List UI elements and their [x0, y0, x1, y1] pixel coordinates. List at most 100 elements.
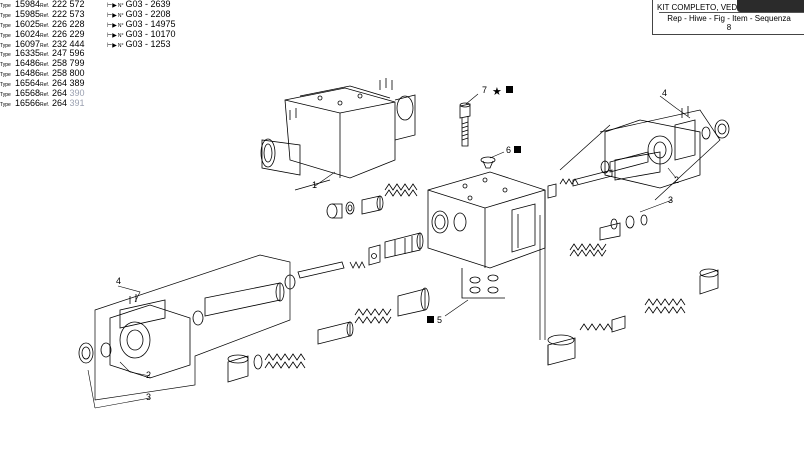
kit-header-tab[interactable]	[737, 0, 804, 12]
type-label: Type	[0, 3, 11, 9]
type-value: 16024	[15, 28, 41, 39]
goto-reference[interactable]: ⊢▶N°G03 - 2208	[107, 9, 171, 22]
ref-label: Ref.	[40, 22, 50, 29]
ref-value: 258 799	[52, 58, 85, 69]
ref-value: 247 596	[52, 48, 85, 59]
ref-label: Ref.	[40, 62, 50, 69]
table-row: Type 16564 Ref. 264 389	[0, 78, 176, 89]
type-label: Type	[0, 32, 11, 39]
ref-value: 264 389	[52, 78, 85, 89]
ref-value: 226 229	[52, 28, 85, 39]
ref-label: Ref.	[40, 32, 50, 39]
cap-top[interactable]	[326, 203, 343, 219]
washer-top[interactable]	[345, 201, 355, 215]
solenoid-right[interactable]	[600, 106, 730, 189]
callout-4-right[interactable]: 4	[662, 88, 667, 98]
callout-5[interactable]: 5	[437, 315, 442, 325]
faded-digits: 390	[69, 88, 85, 99]
right-lower-parts[interactable]	[547, 268, 719, 366]
ref-label: Ref.	[40, 92, 50, 99]
kit-title: KIT COMPLETO, VEDE	[657, 3, 743, 12]
faded-digits: 391	[69, 97, 85, 108]
type-value: 16564	[15, 78, 41, 89]
callout-leaders	[87, 93, 691, 409]
square-marker-icon	[427, 316, 434, 323]
table-row: Type 16097 Ref. 232 444 ⊢▶N°G03 - 1253	[0, 38, 176, 52]
parts-reference-table: Type 15984 Ref. 222 572 ⊢▶N°G03 - 2639 T…	[0, 0, 176, 109]
ref-label: Ref.	[40, 3, 50, 9]
ref-label: Ref.	[40, 72, 50, 79]
kit-number: 8	[726, 23, 732, 32]
solenoid-left[interactable]	[78, 274, 296, 379]
type-value: 16097	[15, 38, 41, 49]
left-lower-parts[interactable]	[227, 353, 306, 383]
spring-top[interactable]	[384, 183, 418, 197]
piston-center[interactable]	[317, 321, 354, 345]
ref-value: 226 228	[52, 18, 85, 29]
callout-2-left[interactable]: 2	[146, 370, 151, 380]
goto-arrow-icon: ⊢▶	[107, 22, 117, 29]
spring-center-right[interactable]	[354, 308, 392, 324]
type-value: 16335	[15, 48, 41, 59]
type-label: Type	[0, 72, 11, 79]
type-label: Type	[0, 101, 11, 108]
callout-3-left[interactable]: 3	[146, 392, 151, 402]
type-value: 16025	[15, 18, 41, 29]
plug-item-6[interactable]	[480, 156, 496, 169]
ref-label: Ref.	[40, 101, 50, 108]
type-value: 16486	[15, 58, 41, 69]
ref-value: 232 444	[52, 38, 85, 49]
ref-label: Ref.	[40, 52, 50, 59]
table-row: Type 15985 Ref. 222 573 ⊢▶N°G03 - 2208	[0, 8, 176, 22]
solenoid-valve-top[interactable]	[260, 78, 416, 179]
type-label: Type	[0, 22, 11, 29]
callout-7[interactable]: 7	[482, 85, 487, 95]
group-frames	[94, 109, 721, 401]
sleeve-center[interactable]	[397, 287, 430, 317]
type-label: Type	[0, 62, 11, 69]
o-rings-item-5[interactable]	[461, 268, 505, 299]
goto-arrow-icon: ⊢▶	[107, 42, 117, 49]
goto-reference[interactable]: ⊢▶N°G03 - 2639	[107, 0, 171, 12]
valve-body-central[interactable]	[427, 171, 546, 269]
ref-value: 222 573	[52, 8, 85, 19]
goto-arrow-icon: ⊢▶	[107, 12, 117, 19]
kit-divider	[659, 12, 804, 13]
table-row: Type 16025 Ref. 226 228 ⊢▶N°G03 - 14975	[0, 18, 176, 32]
rod-center-left[interactable]	[297, 261, 345, 279]
kit-column-headers: Rep - Hiwe - Fig - Item - Sequenza	[667, 14, 791, 23]
right-spool-group[interactable]	[547, 169, 648, 257]
type-label: Type	[0, 92, 11, 99]
type-label: Type	[0, 12, 11, 19]
table-row: Type 16335 Ref. 247 596	[0, 49, 176, 59]
type-label: Type	[0, 42, 11, 49]
callout-2-right[interactable]: 2	[674, 175, 679, 185]
callout-3-right[interactable]: 3	[668, 195, 673, 205]
table-row: Type 15984 Ref. 222 572 ⊢▶N°G03 - 2639	[0, 0, 176, 10]
plug-top[interactable]	[361, 195, 384, 215]
bolt-item-7[interactable]	[459, 102, 471, 147]
type-value: 16566	[15, 97, 41, 108]
ref-value: 222 572	[52, 0, 85, 9]
callout-6[interactable]: 6	[506, 145, 511, 155]
goto-arrow-icon: ⊢▶	[107, 3, 117, 9]
goto-reference[interactable]: ⊢▶N°G03 - 14975	[107, 19, 176, 32]
ref-value: 264 390	[52, 88, 85, 99]
goto-reference[interactable]: ⊢▶N°G03 - 1253	[107, 39, 171, 52]
spool-center[interactable]	[384, 232, 424, 259]
washer-center[interactable]	[368, 244, 381, 266]
ref-label: Ref.	[40, 12, 50, 19]
callout-4-left[interactable]: 4	[116, 276, 121, 286]
ref-label: Ref.	[40, 42, 50, 49]
callout-1[interactable]: 1	[312, 180, 317, 190]
ref-value: 264 391	[52, 97, 85, 108]
goto-reference[interactable]: ⊢▶N°G03 - 10170	[107, 29, 176, 42]
ref-label: Ref.	[40, 82, 50, 89]
star-icon: ★	[492, 86, 502, 98]
ref-value: 258 800	[52, 68, 85, 79]
goto-arrow-icon: ⊢▶	[107, 32, 117, 39]
table-row: Type 16568 Ref. 264 390	[0, 88, 176, 99]
spring-center[interactable]	[349, 261, 366, 269]
table-row: Type 16024 Ref. 226 229 ⊢▶N°G03 - 10170	[0, 28, 176, 42]
